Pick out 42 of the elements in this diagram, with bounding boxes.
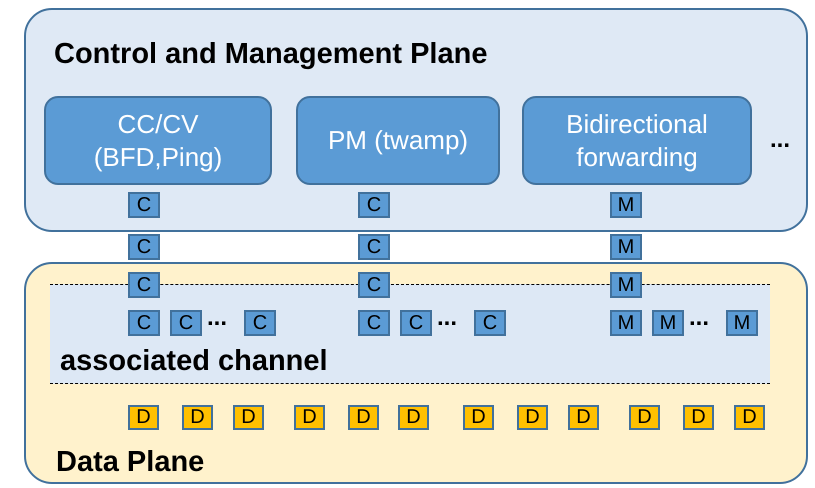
- message-box: C: [128, 310, 160, 336]
- heading: Control and Management Plane: [54, 38, 488, 71]
- function-box: PM (twamp): [296, 96, 500, 185]
- data-box: D: [294, 405, 325, 430]
- message-box: C: [170, 310, 202, 336]
- message-box: C: [358, 192, 390, 218]
- data-box: D: [348, 405, 379, 430]
- data-box: D: [182, 405, 213, 430]
- data-box: D: [734, 405, 765, 430]
- data-box: D: [568, 405, 599, 430]
- message-box: C: [128, 234, 160, 260]
- data-box: D: [629, 405, 660, 430]
- message-box: C: [358, 310, 390, 336]
- message-box: C: [128, 272, 160, 298]
- plane-panel: [24, 8, 808, 232]
- heading: associated channel: [60, 345, 328, 378]
- message-box: M: [610, 234, 642, 260]
- function-box: CC/CV (BFD,Ping): [44, 96, 272, 185]
- message-box: M: [610, 272, 642, 298]
- data-box: D: [128, 405, 159, 430]
- ellipsis: ...: [689, 304, 710, 332]
- ellipsis: ...: [770, 126, 790, 154]
- message-box: C: [244, 310, 276, 336]
- heading: Data Plane: [56, 446, 204, 479]
- message-box: M: [610, 192, 642, 218]
- message-box: M: [652, 310, 684, 336]
- message-box: M: [726, 310, 758, 336]
- function-box: Bidirectional forwarding: [522, 96, 752, 185]
- ellipsis: ...: [207, 304, 228, 332]
- message-box: M: [610, 310, 642, 336]
- data-box: D: [683, 405, 714, 430]
- message-box: C: [400, 310, 432, 336]
- message-box: C: [358, 234, 390, 260]
- message-box: C: [128, 192, 160, 218]
- data-box: D: [463, 405, 494, 430]
- message-box: C: [358, 272, 390, 298]
- ellipsis: ...: [437, 304, 458, 332]
- plane-panel: [24, 262, 808, 484]
- data-box: D: [398, 405, 429, 430]
- message-box: C: [474, 310, 506, 336]
- data-box: D: [233, 405, 264, 430]
- data-box: D: [517, 405, 548, 430]
